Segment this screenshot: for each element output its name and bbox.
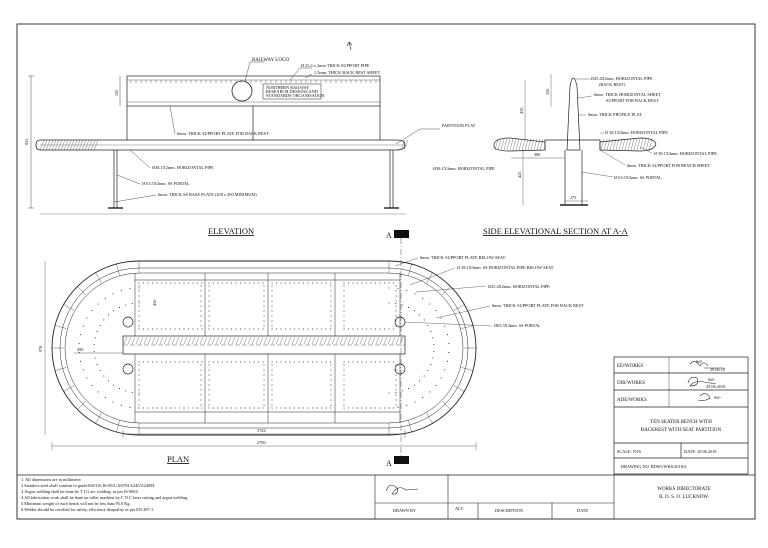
section-label-1: Ø25.4X2mm. HORIZONTAL PIPE <box>591 76 653 81</box>
notes: 1. All dimensions are in millimeter 2.St… <box>21 477 188 513</box>
plan-dim-seat: 450 <box>152 300 157 306</box>
section-label-5: Ø 38.1X3mm. HORIZONTAL PIPE <box>654 151 717 156</box>
elevation-title: ELEVATION <box>208 226 254 236</box>
backrest-dimension: 350 <box>114 90 119 96</box>
drawing-title-line-2: BACKREST WITH SEAT PARTITION <box>641 428 722 433</box>
height-dimension: 825 <box>24 139 29 145</box>
title-block-text: ED/WORKS DIR/WORKS ADE/WORKS Sd/- 29.06.… <box>617 359 725 469</box>
svg-text:A: A <box>386 231 392 240</box>
title-block <box>613 356 749 475</box>
plan-label-2: Ø 38.1X3mm. SS HORIZONTAL PIPE BELOW SEA… <box>457 265 554 270</box>
back-pipe-label: Ø 25.4 x 2mm THICK SUPPORT PIPE <box>301 63 370 68</box>
elevation-view <box>28 61 440 215</box>
base-plate-label: 6mm. THICK SS BASE PLATE (200 x 200 MINI… <box>158 192 257 197</box>
elevation-labels: RAILWAY LOGO Ø 25.4 x 2mm THICK SUPPORT … <box>24 58 495 236</box>
note-4: 4.All fabrication work shall be done on … <box>21 495 188 500</box>
section-label-2: 6mm. THICK HORIZONTAL SHEET <box>594 92 661 97</box>
ss-portal-label: Ø 63.5X3mm. SS PORTAL <box>142 181 190 186</box>
signature-ed <box>689 361 724 369</box>
plan-title: PLAN <box>167 454 189 464</box>
alt-label: ALT: <box>455 506 464 511</box>
note-3: 3.Argon welding shall be done by T I G a… <box>21 489 138 494</box>
section-dim-380: 380 <box>534 152 540 157</box>
section-label-6: 6mm. THICK SUPPORT FOR BENCH SHEET <box>627 163 711 168</box>
section-label-7: Ø 63.5X3mm. SS PORTAL <box>614 175 662 180</box>
approval-role-2: DIR/WORKS <box>617 381 645 386</box>
approval-sig-2: Sd/- <box>708 377 716 382</box>
plan-label-1: 6mm. THICK SUPPORT PLATE BELOW SEAT <box>420 255 506 260</box>
signature-ade <box>697 393 711 401</box>
back-sheet-label: 1.5mm. THICK BACK REST SHEET <box>314 70 381 75</box>
section-marker-top: A <box>386 230 409 240</box>
plan-label-3: Ø25.4X2mm. HORIZONTAL PIPE <box>488 284 550 289</box>
plan-dim-inner: 1744 <box>257 428 266 433</box>
section-dim-425: 425 <box>517 172 522 178</box>
plan-dim-radius: 450 <box>77 347 83 352</box>
drawing-number: DRAWING NO. RDSO/WKS/2018/4 <box>621 464 687 469</box>
section-dim-430: 430 <box>519 108 524 114</box>
drawn-by-label: DRAWN BY <box>393 508 416 513</box>
railway-logo-emblem <box>231 80 253 102</box>
office-line-1: WORKS DIRECTORATE <box>657 487 710 492</box>
railway-logo-label: RAILWAY LOGO <box>252 58 290 63</box>
section-title: SIDE ELEVATIONAL SECTION AT A-A <box>483 226 629 236</box>
approval-role-3: ADE/WORKS <box>617 398 647 403</box>
note-2: 2.Stainless steel shall confirm to grade… <box>21 483 154 488</box>
approval-date-2: 29.06.2018 <box>706 384 725 389</box>
support-plate-label: 6mm. THICK SUPPORT PLATE FOR BACK REST <box>177 131 269 136</box>
approval-sig-1: Sd/- <box>696 359 704 364</box>
approval-sig-3: Sd/- <box>714 395 722 400</box>
footer-text: DRAWN BY ALT: DESCRIPTION DATE WORKS DIR… <box>393 487 711 513</box>
horizontal-pipe2-label: Ø38.1X3mm. HORIZONTAL PIPE <box>433 166 495 171</box>
signature-dir <box>687 376 717 387</box>
partition-label: PARTITION PLAT <box>442 123 476 128</box>
svg-text:A: A <box>386 459 392 468</box>
section-label-2b: SUPPORT FOR BACK REST <box>606 98 659 103</box>
approval-role-1: ED/WORKS <box>617 364 643 369</box>
horizontal-pipe-label: Ø38.1X2mm. HORIZONTAL PIPE <box>152 165 214 170</box>
plan-view <box>44 257 493 450</box>
plan-label-5: Ø63.5X3mm. SS PORTAL <box>494 323 541 328</box>
section-marker-bottom: A <box>386 456 409 468</box>
plan-labels: 6mm. THICK SUPPORT PLATE BELOW SEAT Ø 38… <box>38 255 584 464</box>
section-label-4: Ø 38.1X3mm. HORIZONTAL PIPE <box>605 130 668 135</box>
date-label: DATE: 28.06.2018 <box>684 449 717 454</box>
drawing-title-line-1: TEN SEATER BENCH WITH <box>650 420 712 425</box>
signature-drawn <box>385 484 419 495</box>
note-5: 5.Minimum weight of each bench will not … <box>21 501 131 506</box>
scale-label: SCALE: NTS <box>617 449 642 454</box>
section-view <box>493 74 657 206</box>
section-dim-275: 275 <box>570 195 576 200</box>
logo-plate <box>262 83 322 100</box>
section-labels: Ø25.4X2mm. HORIZONTAL PIPE (BACK REST) 6… <box>483 76 717 236</box>
sheet-border <box>16 23 756 520</box>
date-footer-label: DATE <box>577 508 588 513</box>
approval-date-1: 29.06.18 <box>710 367 725 372</box>
description-label: DESCRIPTION <box>495 508 523 513</box>
plan-dim-width: 976 <box>38 345 43 352</box>
logo-line-3: STANDARDS ORGANISATION <box>266 93 325 98</box>
logo-line-2: RESEARCH DESIGNS AND <box>266 89 318 94</box>
north-arrow-icon <box>346 41 353 51</box>
plan-dim-outer: 2700 <box>257 440 266 445</box>
section-label-1b: (BACK REST) <box>599 82 626 87</box>
note-1: 1. All dimensions are in millimeter <box>21 477 81 482</box>
office-line-2: R. D. S. O. LUCKNOW. <box>659 495 709 500</box>
note-6: 6.Welder should be certified for safety,… <box>21 507 154 513</box>
logo-line-1: NORTHERN RAILWAY <box>266 85 309 90</box>
section-label-3: 6mm. THICK PROFILE PLAT <box>588 112 642 117</box>
section-dim-350: 350 <box>545 89 550 95</box>
plan-label-4: 6mm. THICK SUPPORT PLATE FOR BACK REST <box>492 303 584 308</box>
footer-grid <box>374 475 615 519</box>
